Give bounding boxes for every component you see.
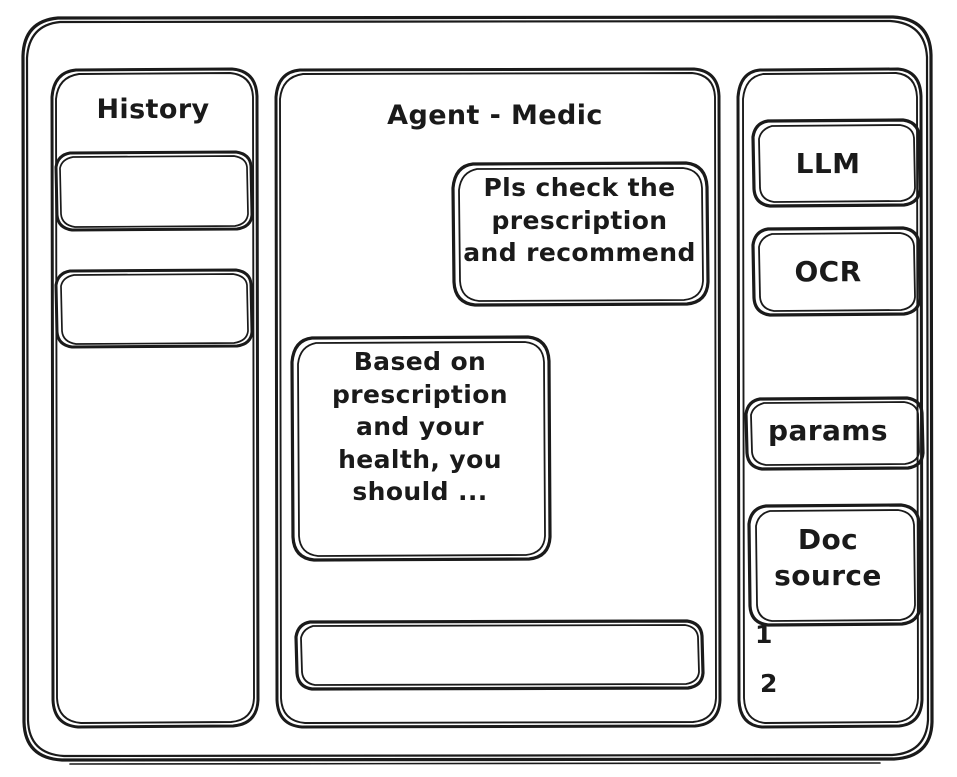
doc-source-label: Doc source — [774, 523, 882, 593]
tool-llm-label: LLM — [795, 147, 861, 180]
tool-params-label: params — [768, 414, 888, 447]
tool-ocr-label: OCR — [794, 255, 862, 288]
message-composer-input[interactable] — [296, 621, 703, 689]
user-message-text: Pls check the prescription and recommend — [463, 173, 696, 267]
history-item-1[interactable] — [56, 152, 252, 230]
history-item-2[interactable] — [56, 270, 252, 347]
agent-message-text: Based on prescription and your health, y… — [332, 347, 508, 506]
agent-panel-title: Agent - Medic — [387, 100, 603, 131]
history-panel-title: History — [96, 94, 210, 125]
doc-source-item-1[interactable]: 1 — [755, 620, 773, 649]
doc-source-item-2[interactable]: 2 — [760, 669, 778, 698]
